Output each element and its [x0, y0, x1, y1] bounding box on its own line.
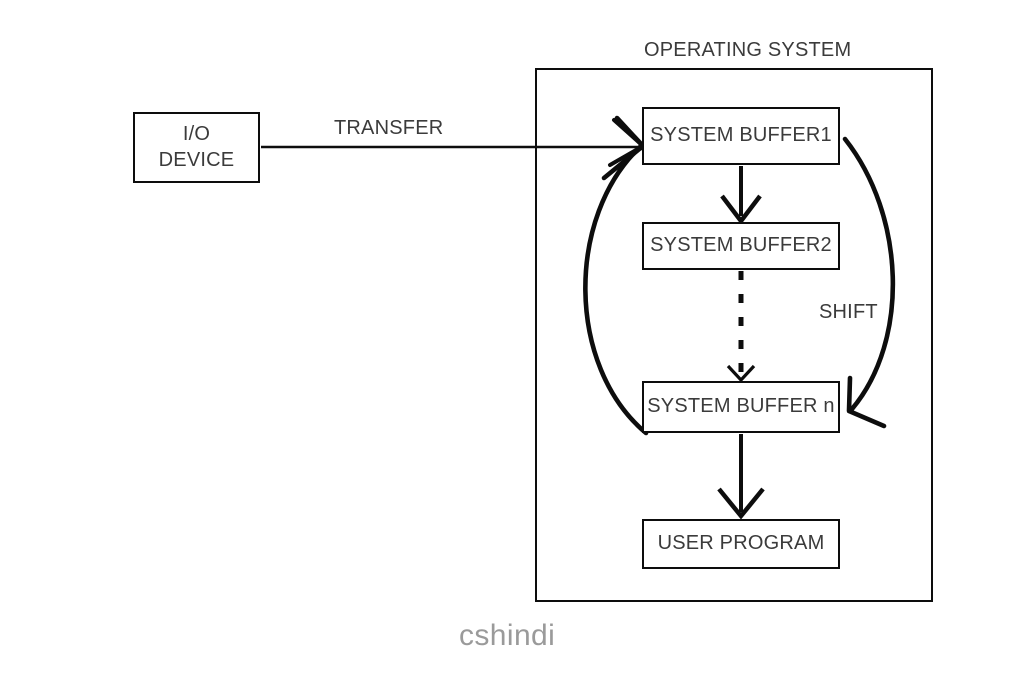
node-system-buffer-1[interactable]: SYSTEM BUFFER1 — [642, 107, 840, 165]
node-user-program[interactable]: USER PROGRAM — [642, 519, 840, 569]
node-io-device[interactable]: I/O DEVICE — [133, 112, 260, 183]
node-system-buffer-n[interactable]: SYSTEM BUFFER n — [642, 381, 840, 433]
operating-system-title: OPERATING SYSTEM — [644, 39, 852, 61]
edge-buffer2-to-buffern — [726, 271, 756, 383]
edge-label-transfer: TRANSFER — [334, 117, 444, 139]
edge-refill-curve — [583, 115, 649, 436]
edge-buffern-to-userprogram — [717, 434, 765, 520]
operating-system-container — [535, 68, 933, 602]
watermark: cshindi — [459, 619, 556, 652]
edge-label-shift: SHIFT — [819, 301, 878, 323]
edge-shift-curve — [842, 136, 896, 429]
edge-buffer1-to-buffer2 — [720, 166, 762, 225]
node-system-buffer-2[interactable]: SYSTEM BUFFER2 — [642, 222, 840, 270]
edge-transfer — [261, 118, 645, 167]
